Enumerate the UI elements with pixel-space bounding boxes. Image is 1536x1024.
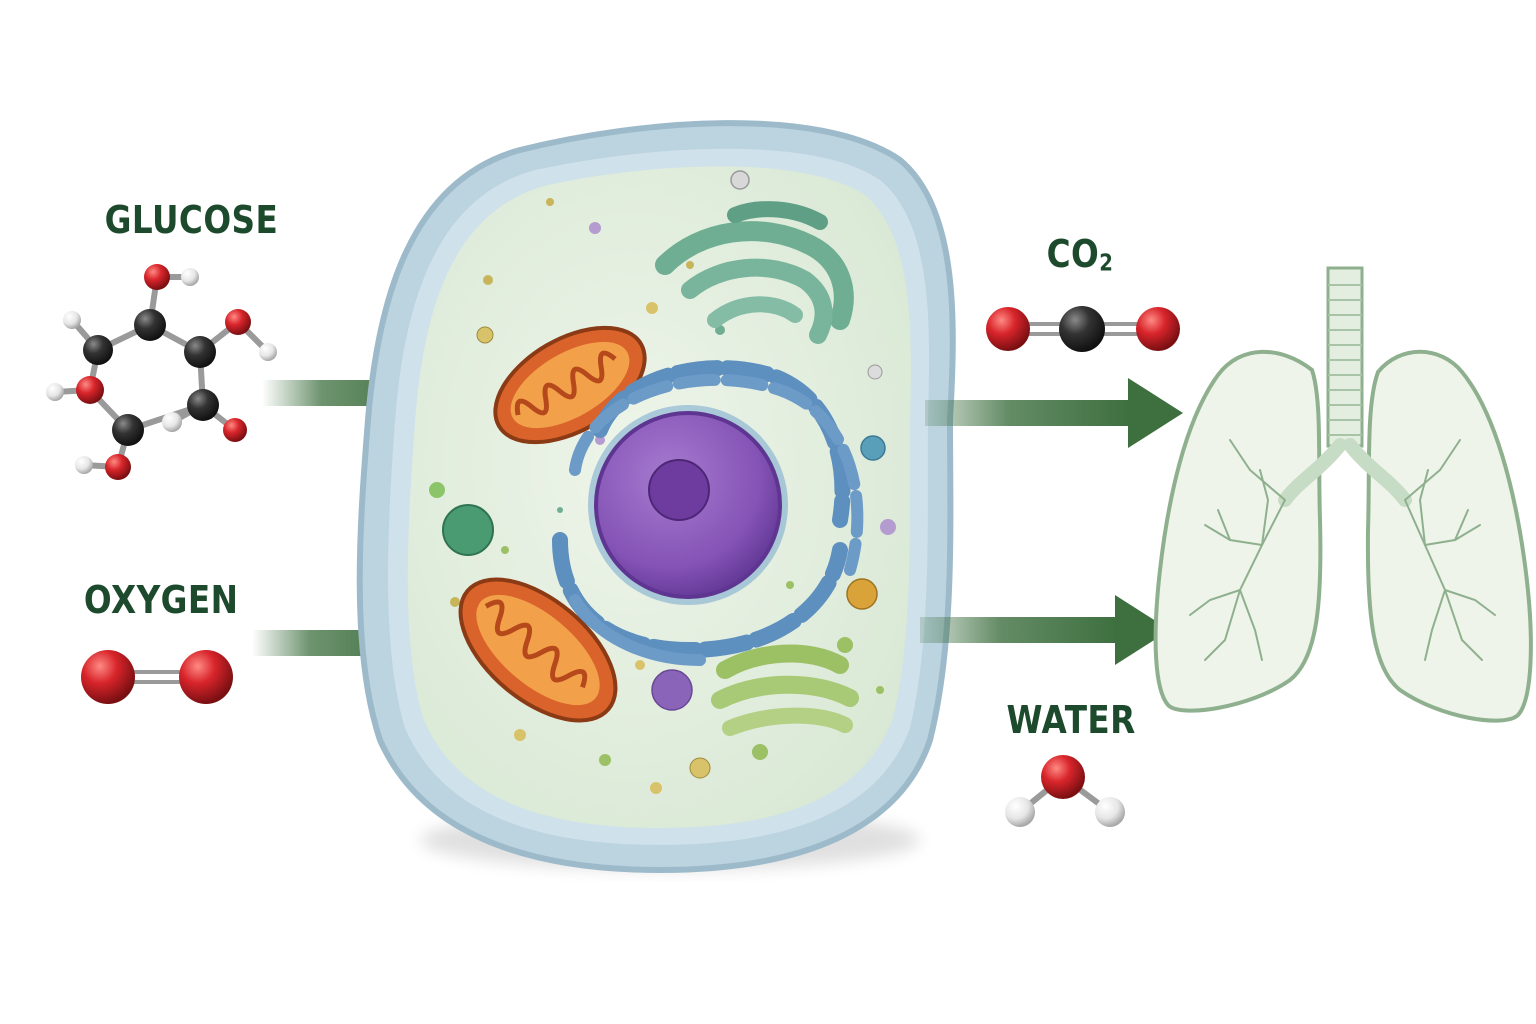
cytoplasm-particles [429, 170, 896, 794]
lysosome [442, 504, 494, 556]
nucleus [588, 405, 788, 605]
cell-icon [356, 120, 956, 874]
left-lung [1153, 349, 1323, 713]
water-molecule-icon [1005, 755, 1125, 827]
bronchi [1278, 438, 1412, 507]
co2-output-arrow [925, 378, 1183, 448]
lungs-icon [1153, 266, 1533, 723]
endoplasmic-reticulum [552, 360, 864, 666]
water-output-arrow [920, 595, 1170, 665]
right-lung [1365, 349, 1533, 723]
trachea [1326, 266, 1364, 448]
carbon-dioxide-label: CO2 [1037, 232, 1123, 276]
golgi-apparatus-bottom [711, 644, 859, 736]
oxygen-molecule-icon [81, 650, 233, 704]
co2-main-text: CO [1046, 232, 1100, 276]
carbon-dioxide-molecule-icon [986, 306, 1180, 352]
glucose-molecule-icon [46, 264, 277, 480]
mitochondrion-lower [458, 577, 618, 723]
glucose-label: GLUCOSE [104, 198, 279, 242]
nucleolus [648, 459, 710, 521]
co2-subscript: 2 [1099, 250, 1114, 277]
golgi-apparatus-top [655, 201, 854, 344]
oxygen-label: OXYGEN [83, 578, 239, 622]
water-label: WATER [1006, 698, 1136, 742]
